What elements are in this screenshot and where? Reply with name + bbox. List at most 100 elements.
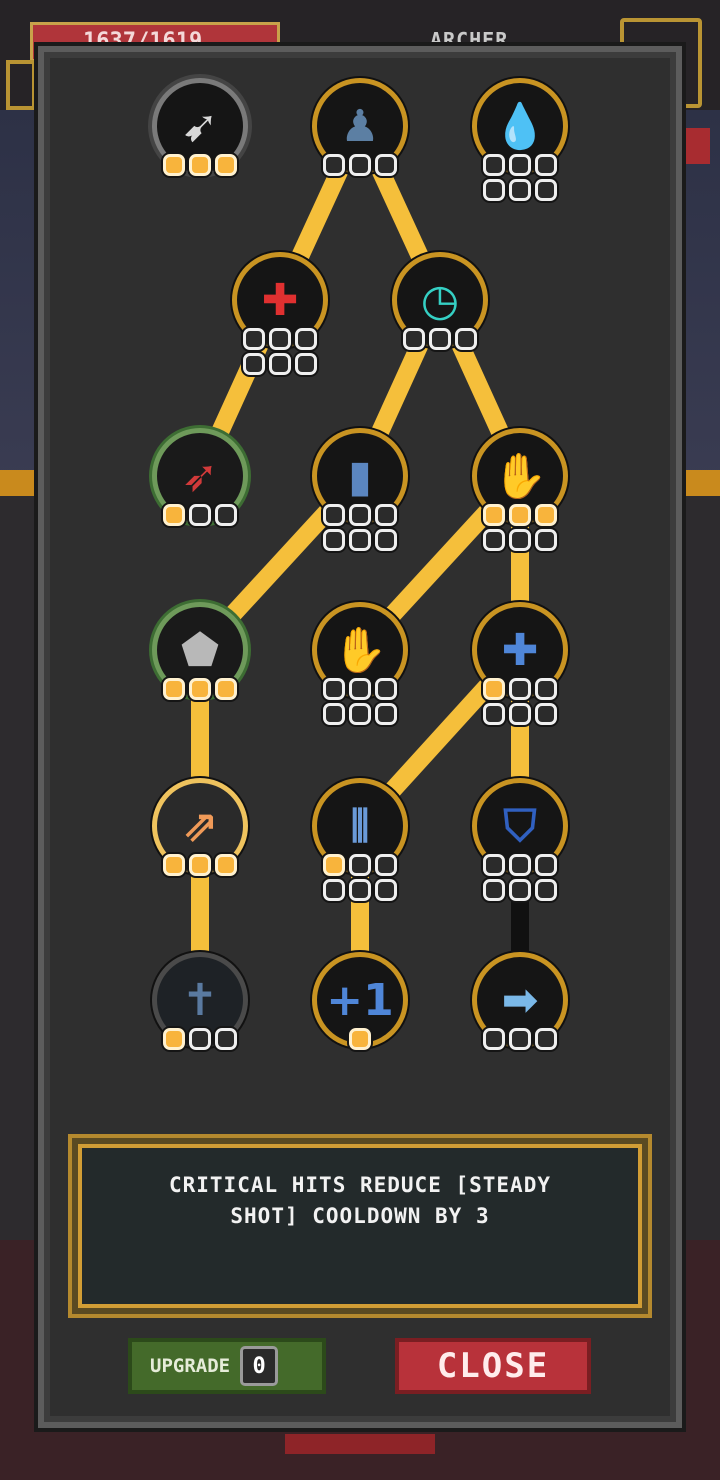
rank-dot [535,179,557,201]
rank-dot [189,854,211,876]
rank-dot [483,529,505,551]
mana-drop-plus-icon: 💧 [492,101,548,152]
rank-dot [323,703,345,725]
rank-dot [375,703,397,725]
rank-dot [483,504,505,526]
elemental-shield-icon: ⛉ [503,800,537,852]
rank-dot [375,678,397,700]
rank-dot [349,504,371,526]
rank-dot [483,854,505,876]
red-hand-icon: ✋ [492,451,548,502]
upgrade-button[interactable]: UPGRADE 0 [128,1338,326,1394]
rank-dot [509,1028,531,1050]
skill-rank-dots [478,1028,562,1050]
rank-dot [483,879,505,901]
rank-dot [323,504,345,526]
rank-dot [535,504,557,526]
red-cross-icon: ✚ [261,274,299,326]
skill-rank-dots [318,504,402,551]
rank-dot [483,179,505,201]
rank-dot [163,678,185,700]
rank-dot [535,703,557,725]
rank-dot [509,154,531,176]
rank-dot [455,328,477,350]
skill-rank-dots [478,678,562,725]
skill-rank-dots [158,504,242,526]
skill-rank-dots [398,328,482,350]
rank-dot [535,678,557,700]
skill-rank-dots [158,1028,242,1050]
rank-dot [189,504,211,526]
rank-dot [535,854,557,876]
clock-icon: ◷ [420,274,460,326]
rank-dot [375,504,397,526]
sword-bow-icon: ✝ [181,974,219,1026]
rank-dot [215,678,237,700]
close-button[interactable]: CLOSE [395,1338,591,1394]
rank-dot [243,328,265,350]
rank-dot [349,529,371,551]
rank-dot [323,678,345,700]
rank-dot [189,1028,211,1050]
rank-dot [483,1028,505,1050]
skill-rank-dots [478,854,562,901]
skill-rank-dots [158,154,242,176]
skill-rank-dots [238,328,322,375]
rank-dot [509,854,531,876]
right-arrow-icon: ➡ [501,974,539,1026]
stone-shield-icon: ⬟ [180,624,220,676]
rank-dot [349,154,371,176]
rank-dot [269,353,291,375]
rank-dot [535,529,557,551]
rank-dot [509,678,531,700]
skill-rank-dots [318,154,402,176]
rank-dot [509,703,531,725]
blue-fence-icon: ⫴ [350,800,370,852]
rank-dot [323,154,345,176]
skill-description-text: CRITICAL HITS REDUCE [STEADY SHOT] COOLD… [78,1144,642,1308]
rank-dot [295,353,317,375]
rank-dot [535,879,557,901]
rank-dot [509,879,531,901]
rank-dot [163,154,185,176]
rank-dot [429,328,451,350]
rank-dot [349,854,371,876]
bottom-red-tab [285,1434,435,1454]
arrow-volley-icon: ➶ [181,450,219,502]
rank-dot [215,154,237,176]
rank-dot [349,879,371,901]
rank-dot [349,678,371,700]
rank-dot [243,353,265,375]
rank-dot [509,179,531,201]
rank-dot [403,328,425,350]
rank-dot [483,154,505,176]
plus-one-icon: +1 [326,974,394,1026]
rank-dot [375,854,397,876]
rank-dot [509,504,531,526]
rank-dot [483,678,505,700]
rank-dot [323,854,345,876]
upgrade-cost-badge: 0 [240,1346,279,1386]
rank-dot [323,879,345,901]
rank-dot [349,1028,371,1050]
rank-dot [163,854,185,876]
rank-dot [295,328,317,350]
rank-dot [163,1028,185,1050]
skill-rank-dots [158,678,242,700]
skill-rank-dots [478,504,562,551]
rank-dot [375,879,397,901]
rank-dot [189,678,211,700]
skill-rank-dots [478,154,562,201]
rank-dot [163,504,185,526]
description-line-2: SHOT] COOLDOWN BY 3 [230,1204,490,1228]
skill-rank-dots [318,678,402,725]
skill-rank-dots [158,854,242,876]
rank-dot [189,154,211,176]
skill-rank-dots [318,854,402,901]
rank-dot [323,529,345,551]
purple-glove-plus-icon: ✋ [332,625,388,676]
blue-cross-icon: ✚ [501,624,539,676]
rank-dot [535,154,557,176]
rank-dot [509,529,531,551]
upgrade-label: UPGRADE [150,1355,231,1377]
